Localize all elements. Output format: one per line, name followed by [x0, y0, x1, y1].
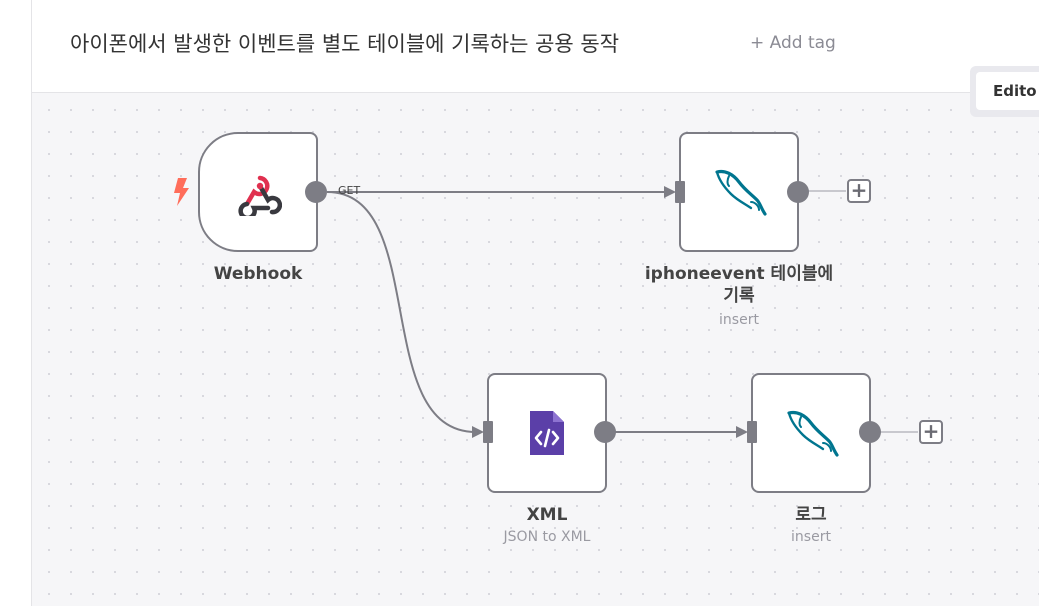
- input-handle-log[interactable]: [747, 421, 757, 443]
- connection-method-label: GET: [338, 184, 361, 197]
- node-iphoneevent[interactable]: [679, 132, 799, 252]
- workflow-title[interactable]: 아이폰에서 발생한 이벤트를 별도 테이블에 기록하는 공용 동작: [70, 32, 620, 56]
- node-title-iphoneevent: iphoneevent 테이블에 기록: [619, 263, 859, 307]
- node-webhook[interactable]: [198, 132, 318, 252]
- output-handle-log[interactable]: [859, 421, 881, 443]
- node-title-webhook: Webhook: [213, 264, 303, 284]
- output-handle-xml[interactable]: [594, 421, 616, 443]
- tab-editor[interactable]: Edito: [976, 72, 1039, 110]
- workflow-canvas[interactable]: [32, 93, 1039, 606]
- node-subtitle-xml: JSON to XML: [503, 529, 591, 545]
- add-node-button-iphoneevent[interactable]: +: [847, 179, 871, 203]
- node-title-log: 로그: [795, 505, 827, 525]
- node-title-xml: XML: [526, 505, 568, 525]
- connection-arrow-xml: [472, 426, 484, 438]
- node-title-iphoneevent-line2: 기록: [723, 286, 755, 306]
- editor-toggle: Edito: [970, 66, 1039, 117]
- mysql-dolphin-icon: [715, 169, 767, 216]
- output-handle-webhook[interactable]: [305, 181, 327, 203]
- connection-arrow-log: [736, 426, 748, 438]
- workflow-header: 아이폰에서 발생한 이벤트를 별도 테이블에 기록하는 공용 동작 + Add …: [32, 0, 1039, 93]
- add-node-button-log[interactable]: +: [919, 420, 943, 444]
- node-subtitle-log: insert: [791, 529, 831, 545]
- mysql-dolphin-icon: [787, 410, 839, 457]
- add-tag-button[interactable]: + Add tag: [750, 33, 836, 53]
- node-subtitle-iphoneevent: insert: [719, 312, 759, 328]
- code-file-icon: [530, 411, 564, 455]
- output-handle-iphoneevent[interactable]: [787, 181, 809, 203]
- left-rail: [0, 0, 32, 606]
- webhook-icon: [238, 175, 282, 216]
- node-title-iphoneevent-line1: iphoneevent 테이블에: [644, 264, 834, 284]
- node-xml[interactable]: [487, 373, 607, 493]
- node-log[interactable]: [751, 373, 871, 493]
- connection-webhook-to-xml[interactable]: [326, 191, 477, 433]
- input-handle-iphoneevent[interactable]: [675, 181, 685, 203]
- connection-arrow-iphoneevent: [664, 186, 676, 198]
- input-handle-xml[interactable]: [483, 421, 493, 443]
- lightning-bolt-icon: [174, 178, 189, 206]
